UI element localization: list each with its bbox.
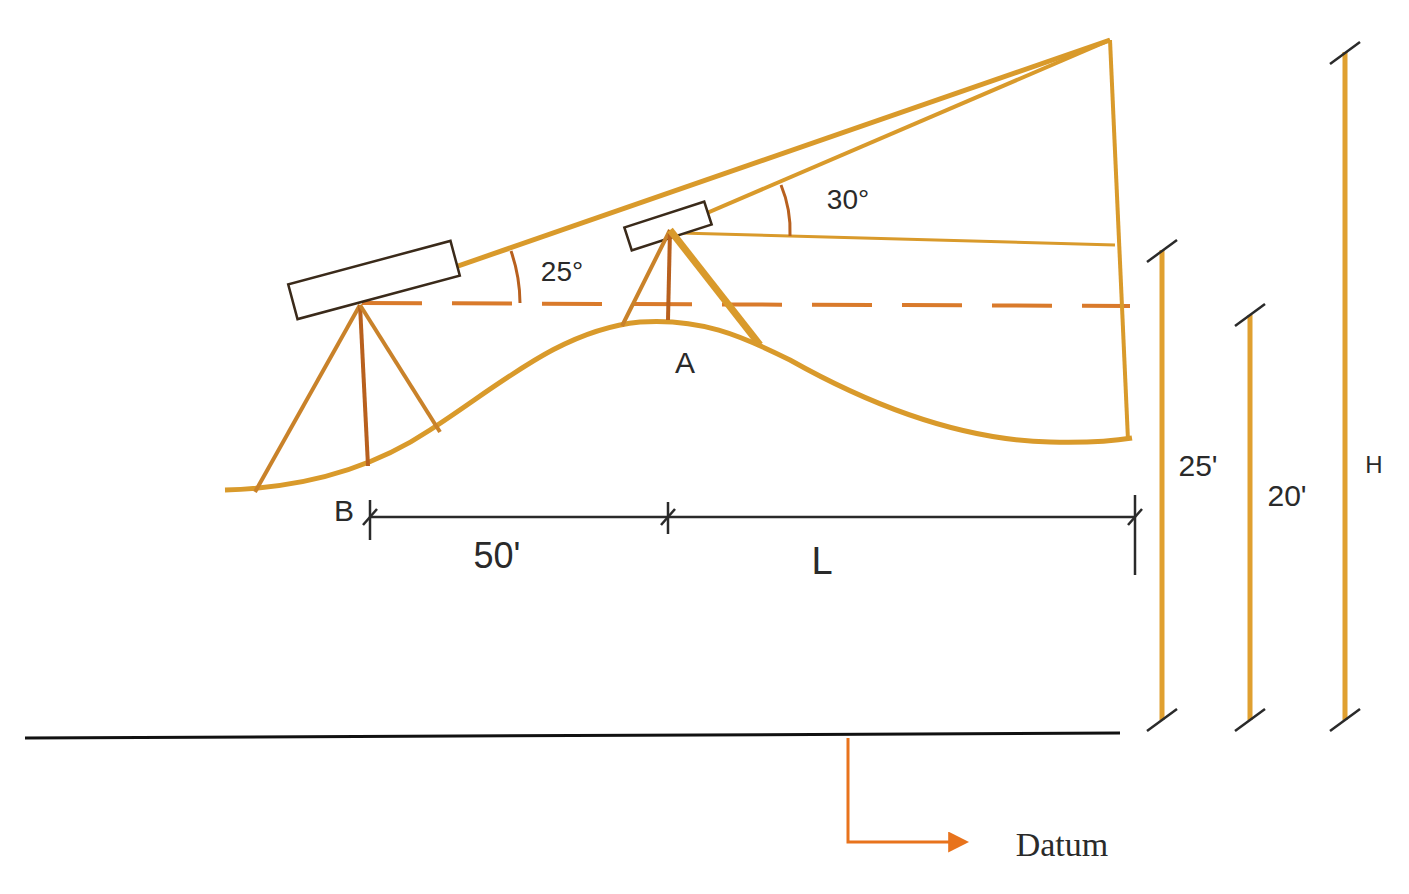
horizontal-sight — [680, 233, 1115, 245]
sight-line — [360, 40, 1110, 300]
object-vertical — [1110, 40, 1128, 440]
datum-line — [25, 733, 1120, 738]
angle-label: 30° — [824, 184, 872, 217]
sight-line — [672, 40, 1110, 228]
distance-label: 50' — [471, 535, 524, 577]
height-bars — [1147, 42, 1360, 731]
datum-pointer — [848, 738, 965, 842]
station-label: B — [331, 493, 357, 528]
angle-arc — [511, 251, 520, 303]
height-label: 20' — [1264, 478, 1309, 513]
distance-label: L — [808, 540, 835, 584]
height-label: H — [1362, 451, 1385, 479]
station-label: A — [672, 345, 698, 380]
instrument-b — [255, 241, 460, 492]
angle-label: 25° — [538, 256, 586, 289]
datum-label: Datum — [1013, 825, 1112, 864]
angle-arc — [781, 185, 790, 236]
instrument-a — [622, 202, 760, 345]
dashed-horizontal — [362, 303, 1130, 306]
height-label: 25' — [1175, 448, 1220, 483]
